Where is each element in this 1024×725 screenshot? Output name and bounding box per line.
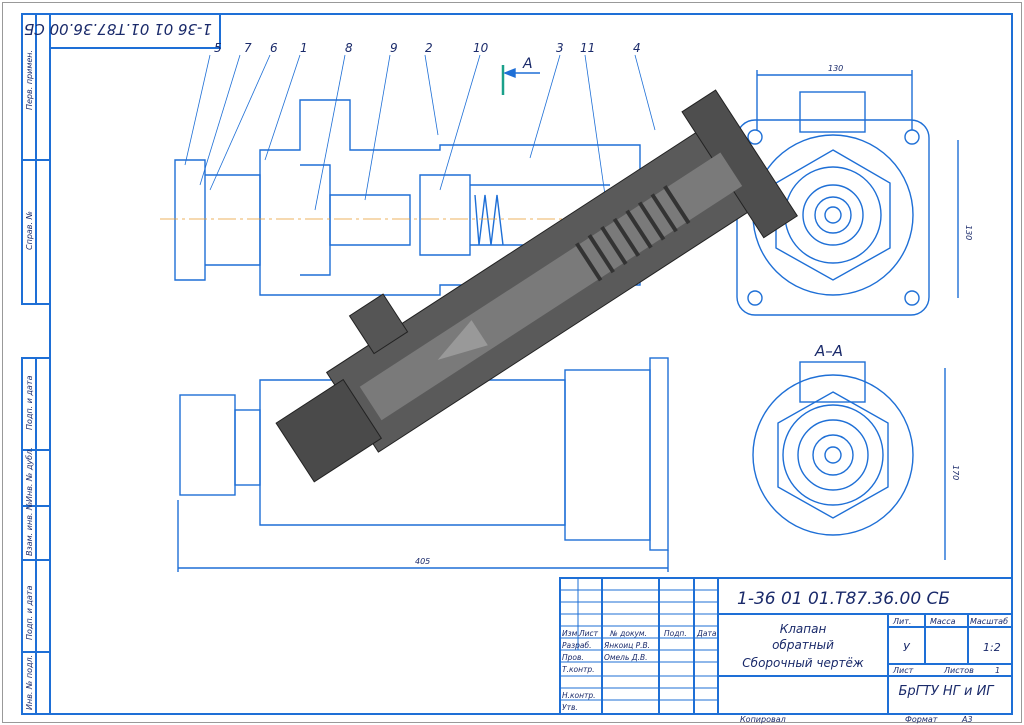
header-doc: № докум. xyxy=(609,629,647,638)
callout-4: 4 xyxy=(633,41,641,55)
strip-sign-date-2: Подп. и дата xyxy=(25,585,34,640)
section-mark: A xyxy=(522,56,533,72)
callout-7: 7 xyxy=(244,41,252,55)
strip-first-use: Перв. примен. xyxy=(25,50,34,110)
role-developer: Разраб. xyxy=(562,641,591,650)
header-izm: Изм. xyxy=(562,629,580,638)
callout-6: 6 xyxy=(270,41,278,55)
drawing-code: 1-36 01 01.T87.36.00 СБ xyxy=(737,589,950,609)
role-checker: Пров. xyxy=(562,653,584,662)
callout-1: 1 xyxy=(300,41,308,55)
strip-replace-inv: Взам. инв. № xyxy=(25,502,34,556)
strip-sign-date-1: Подп. и дата xyxy=(25,375,34,430)
title-block xyxy=(559,577,1013,715)
lit-value: У xyxy=(903,641,911,654)
lit-label: Лит. xyxy=(892,617,911,626)
callout-11: 11 xyxy=(580,41,595,55)
role-tcontrol: Т.контр. xyxy=(562,665,595,674)
dim-width: 130 xyxy=(828,64,843,73)
strip-ref-no: Справ. № xyxy=(25,211,34,250)
header-list: Лист xyxy=(578,629,599,638)
sheets-label: Листов xyxy=(943,666,974,675)
scale-label: Масштаб xyxy=(970,617,1008,626)
header-sign: Подп. xyxy=(664,629,687,638)
dim-section-height: 170 xyxy=(951,465,960,480)
format-label: Формат xyxy=(905,715,938,724)
rotated-drawing-code: 1-36 01 01.T87.36.00 СБ xyxy=(24,20,212,38)
section-title: A–A xyxy=(814,342,843,360)
strip-orig-inv: Инв. № подл. xyxy=(25,655,34,710)
product-name-2: обратный xyxy=(772,638,834,652)
callout-9: 9 xyxy=(390,41,398,55)
callout-3: 3 xyxy=(556,41,564,55)
inner-frame xyxy=(49,13,1013,715)
side-view xyxy=(736,70,959,560)
scale-value: 1:2 xyxy=(983,641,1001,654)
role-approved: Утв. xyxy=(562,703,578,712)
name-checker: Омель Д.В. xyxy=(604,653,648,662)
mass-label: Масса xyxy=(930,617,956,626)
product-name-3: Сборочный чертёж xyxy=(742,656,864,670)
callout-2: 2 xyxy=(425,41,433,55)
product-name-1: Клапан xyxy=(780,622,827,636)
dim-height: 130 xyxy=(964,225,973,240)
header-date: Дата xyxy=(696,629,717,638)
name-developer: Янкоиц Р.В. xyxy=(603,641,650,650)
callout-5: 5 xyxy=(214,41,222,55)
copied-label: Копировал xyxy=(740,715,786,724)
sheets-value: 1 xyxy=(995,666,1000,675)
strip-dup-inv: Инв. № дубл. xyxy=(25,447,34,502)
role-ncontrol: Н.контр. xyxy=(562,691,596,700)
callout-10: 10 xyxy=(473,41,489,55)
section-view xyxy=(160,65,660,296)
callout-8: 8 xyxy=(345,41,353,55)
format-value: A3 xyxy=(961,715,973,724)
sheet-label: Лист xyxy=(892,666,914,675)
dim-length: 405 xyxy=(415,557,430,566)
3d-model-section xyxy=(275,89,798,483)
rotated-code-box xyxy=(49,13,221,49)
organization: БрГТУ НГ и ИГ xyxy=(898,684,995,699)
